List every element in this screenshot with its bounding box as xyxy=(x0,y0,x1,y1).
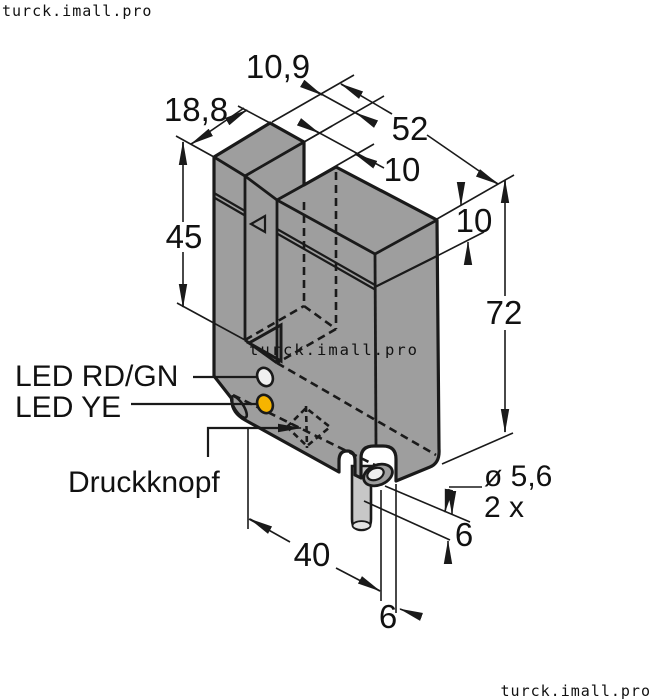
dim-hole-side-offset: 6 xyxy=(455,516,473,553)
pushbutton-marker xyxy=(285,405,333,449)
dim-beam-offset: 10 xyxy=(456,202,493,239)
beam-marker-small xyxy=(248,214,267,234)
annotations: 10,9 18,8 52 10 10 45 72 40 ø 5,6 2 x 6 … xyxy=(15,48,552,635)
housing-silhouette xyxy=(212,121,441,483)
beam-marker-large xyxy=(245,322,283,364)
dim-hole-spacing: 40 xyxy=(294,536,331,573)
dim-slot-depth: 45 xyxy=(166,218,203,255)
optical-axis-band xyxy=(213,192,438,291)
dim-slot-width: 10 xyxy=(384,151,421,188)
dim-housing-depth: 18,8 xyxy=(164,91,228,128)
label-led-yellow: LED YE xyxy=(15,391,121,424)
dim-overall-height: 72 xyxy=(486,294,523,331)
dimension-arrows xyxy=(178,79,510,621)
dim-hole-count: 2 x xyxy=(484,491,524,524)
dim-hole-bottom-offset: 6 xyxy=(379,598,397,635)
dim-hole-diameter: ø 5,6 xyxy=(484,460,552,493)
sensor-body: turck.imall.pro xyxy=(212,121,441,532)
label-pushbutton: Druckknopf xyxy=(68,466,220,499)
hidden-edges xyxy=(232,172,437,468)
extension-lines xyxy=(175,74,515,613)
led-yellow-indicator xyxy=(255,393,275,415)
cable-tip xyxy=(351,520,372,531)
dim-overall-width: 52 xyxy=(392,110,429,147)
watermark-bottom-right: turck.imall.pro xyxy=(501,682,651,700)
leader-lines xyxy=(131,375,287,457)
label-led-red-green: LED RD/GN xyxy=(15,360,178,393)
watermark-top-left: turck.imall.pro xyxy=(2,2,152,20)
dim-prong-width: 10,9 xyxy=(246,48,310,85)
mounting-hole xyxy=(362,462,394,488)
led-red-green-indicator xyxy=(255,366,275,388)
